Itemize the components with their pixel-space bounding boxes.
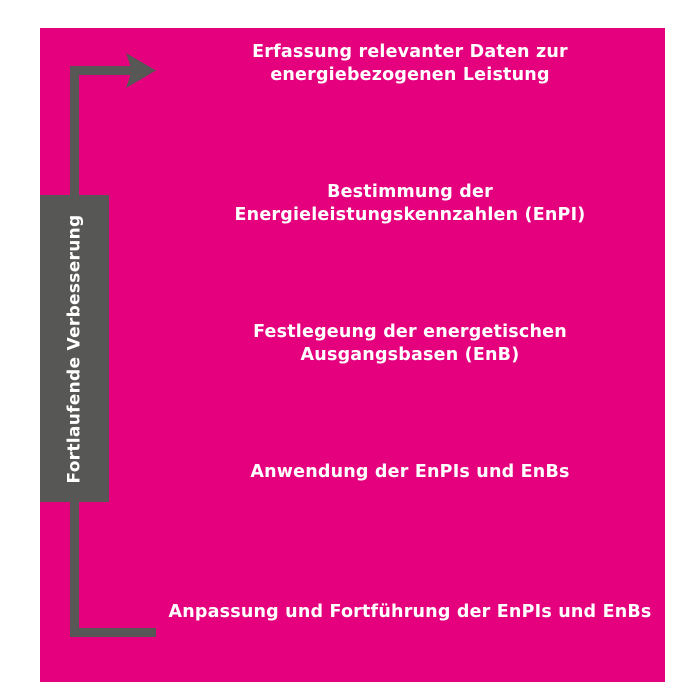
process-step-5-line-1: Anpassung und Fortführung der EnPIs und … bbox=[168, 602, 652, 622]
diagram-background-panel bbox=[40, 28, 665, 682]
process-step-4: Anwendung der EnPIs und EnBs bbox=[155, 461, 665, 484]
process-step-1-line-2: energiebezogenen Leistung bbox=[270, 65, 550, 86]
process-step-3: Festlegeung der energetischen Ausgangsba… bbox=[155, 321, 665, 367]
process-step-2-line-2: Energieleistungskennzahlen (EnPI) bbox=[234, 205, 586, 226]
continuous-improvement-label: Fortlaufende Verbesserung bbox=[64, 213, 85, 484]
process-step-1-line-1: Erfassung relevanter Daten zur bbox=[252, 42, 568, 62]
process-step-4-line-1: Anwendung der EnPIs und EnBs bbox=[250, 462, 570, 482]
process-step-3-line-1: Festlegeung der energetischen bbox=[253, 322, 567, 342]
continuous-improvement-label-box: Fortlaufende Verbesserung bbox=[40, 195, 109, 502]
process-step-3-line-2: Ausgangsbasen (EnB) bbox=[300, 345, 520, 366]
process-step-2: Bestimmung der Energieleistungskennzahle… bbox=[155, 181, 665, 227]
process-step-1: Erfassung relevanter Daten zur energiebe… bbox=[155, 41, 665, 87]
process-step-5: Anpassung und Fortführung der EnPIs und … bbox=[155, 601, 665, 624]
process-step-2-line-1: Bestimmung der bbox=[327, 182, 493, 202]
